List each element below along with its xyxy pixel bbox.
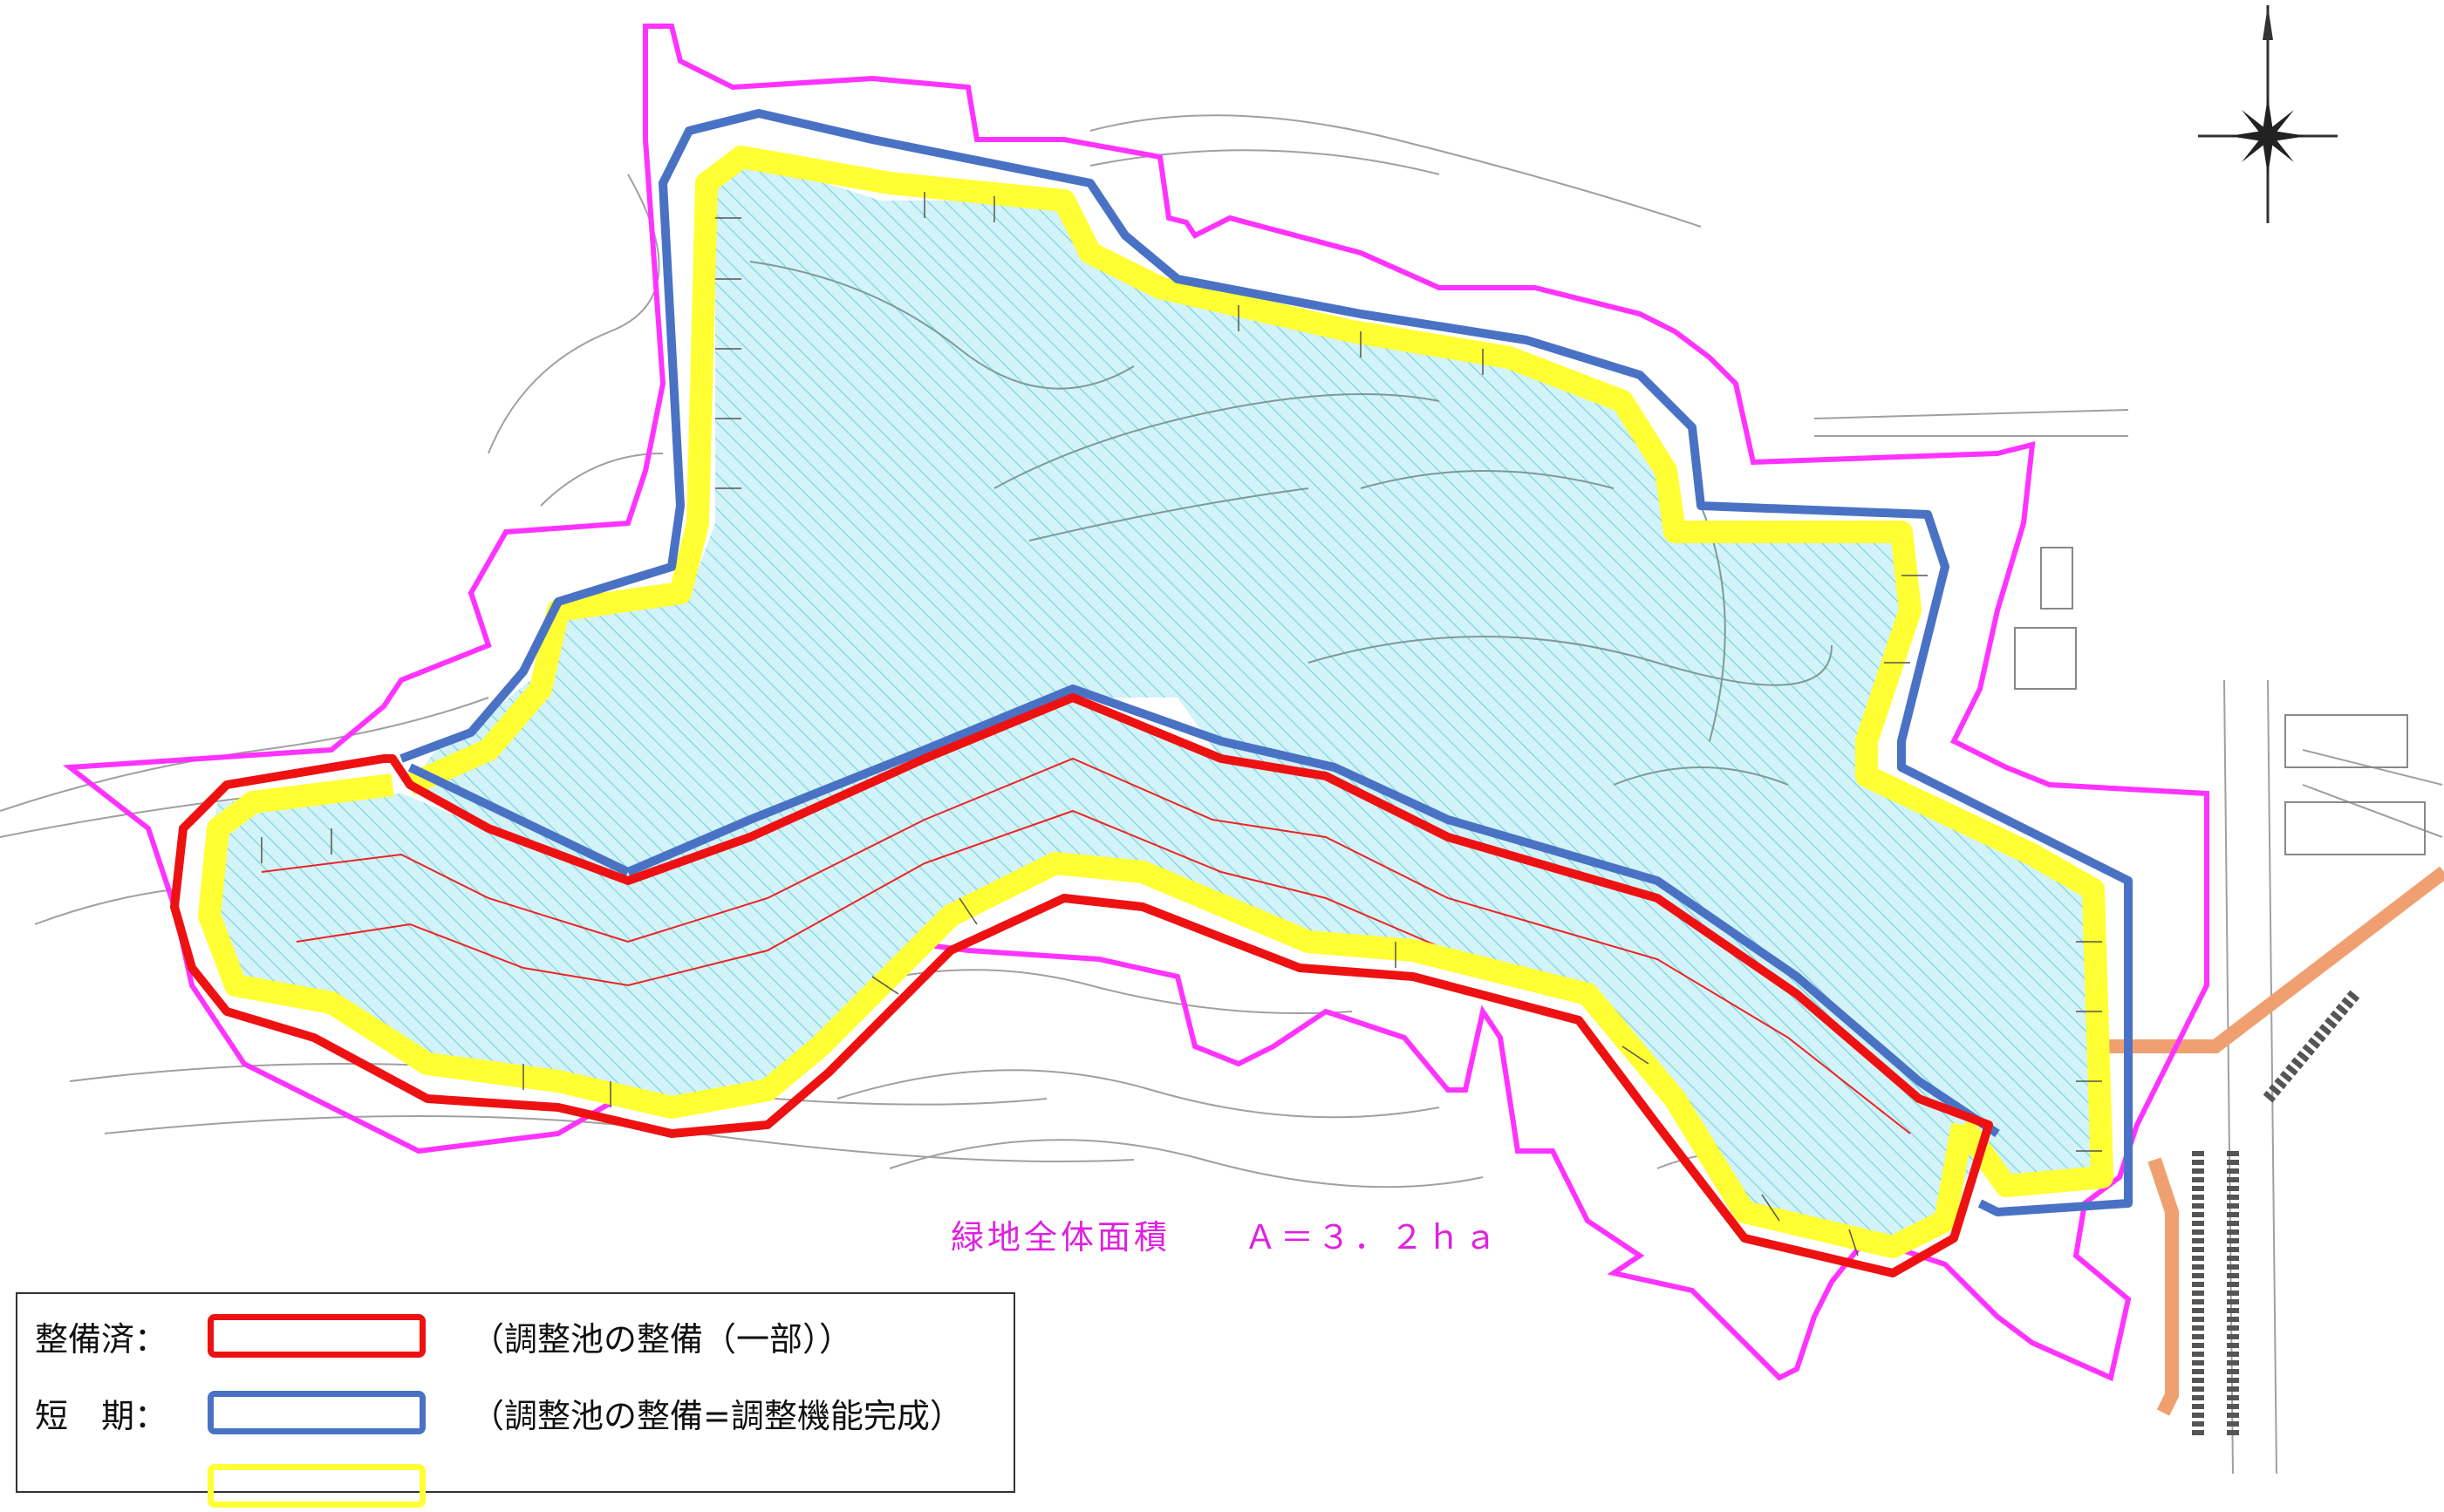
legend-swatch-long-term	[208, 1464, 426, 1508]
legend-label: 短 期：	[35, 1396, 168, 1435]
legend-item-short-term: 短 期： （調整池の整備=調整機能完成）	[35, 1386, 963, 1439]
basin-area-upper	[410, 157, 2102, 1186]
short-term-outline	[399, 109, 2133, 1216]
legend-swatch-completed	[208, 1314, 426, 1358]
basin-area-lower	[201, 698, 1989, 1247]
legend-swatch-short-term	[208, 1391, 426, 1434]
railway	[2192, 990, 2360, 1439]
pipe-lines	[2067, 866, 2444, 1416]
north-arrow-icon	[2198, 5, 2338, 223]
completed-outline	[170, 693, 1993, 1277]
slope-ticks	[261, 192, 2102, 1257]
area-label: 緑地全体面積 Ａ＝３．２ｈａ	[951, 1218, 1501, 1257]
legend-description: （調整池の整備=調整機能完成）	[471, 1396, 963, 1435]
legend-item-completed: 整備済： （調整池の整備（一部））	[35, 1310, 852, 1362]
legend-label: 整備済：	[35, 1319, 168, 1359]
legend: 整備済： （調整池の整備（一部）） 短 期： （調整池の整備=調整機能完成）	[16, 1292, 1015, 1508]
site-map	[0, 24, 2444, 1475]
long-term-outline	[198, 146, 2113, 1258]
site-boundary	[62, 24, 2209, 1382]
completed-inner-lines	[261, 757, 1911, 1134]
legend-description: （調整池の整備（一部））	[471, 1319, 853, 1359]
legend-item-long-term	[35, 1460, 471, 1512]
buildings	[2014, 547, 2426, 855]
